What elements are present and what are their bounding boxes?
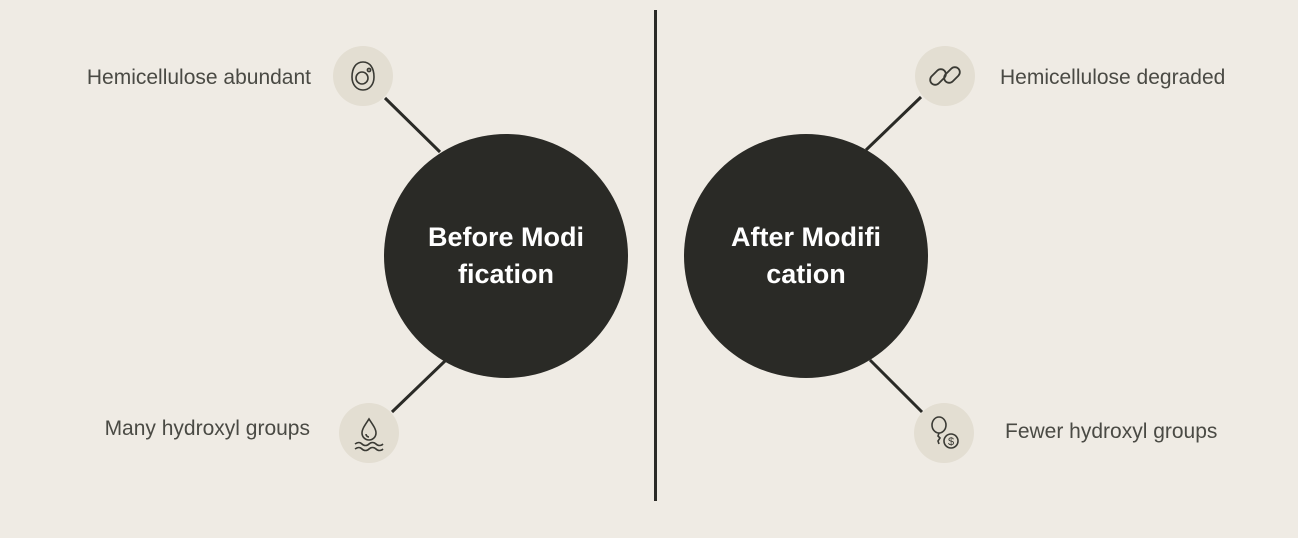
after-modification-title: After Modification — [731, 222, 881, 289]
egg-icon — [333, 46, 393, 106]
connector-right-bottom — [868, 358, 924, 414]
connector-left-bottom — [390, 359, 447, 414]
label-fewer-hydroxyl-groups: Fewer hydroxyl groups — [1005, 420, 1218, 443]
label-many-hydroxyl-groups: Many hydroxyl groups — [104, 417, 310, 440]
connector-left-top — [383, 96, 442, 154]
before-modification-circle: Before Modification — [384, 134, 628, 378]
before-modification-title: Before Modification — [427, 222, 584, 289]
label-hemicellulose-degraded: Hemicellulose degraded — [1000, 66, 1226, 89]
svg-text:$: $ — [948, 436, 954, 448]
label-hemicellulose-abundant: Hemicellulose abundant — [86, 66, 311, 89]
connector-right-top — [864, 95, 923, 152]
chain-link-icon — [915, 46, 975, 106]
balloon-dollar-icon: $ — [914, 403, 974, 463]
after-modification-circle: After Modification — [684, 134, 928, 378]
water-drop-icon — [339, 403, 399, 463]
center-divider — [654, 10, 657, 501]
